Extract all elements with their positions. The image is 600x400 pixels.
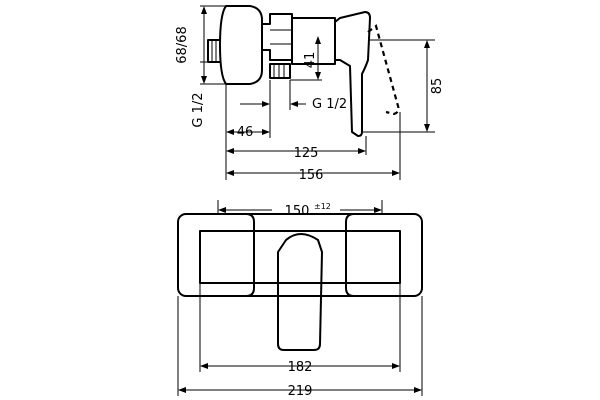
dim-outlet-thread: G 1/2	[312, 97, 347, 112]
side-mixer-body	[291, 17, 336, 65]
dim-depth-body: 125	[294, 146, 319, 161]
side-view: 68/68 G 1/2 41 85 G 1/2 46 125	[175, 5, 445, 183]
side-body-nut	[262, 13, 293, 61]
side-outlet	[269, 63, 291, 79]
dim-centers: 150	[285, 204, 310, 219]
dim-centers-tolerance: ±12	[314, 202, 331, 211]
dim-offset: 46	[237, 125, 254, 140]
front-escutcheon	[177, 213, 423, 297]
dim-body-width: 182	[288, 360, 313, 375]
side-lever-alt-position	[367, 24, 400, 116]
dim-depth-total: 156	[299, 168, 324, 183]
front-view: 150 ±12 182 219	[177, 200, 423, 399]
front-handle	[277, 233, 323, 351]
dim-inlet-thread: G 1/2	[191, 92, 206, 127]
dim-total-width: 219	[288, 384, 313, 399]
dim-lever-height: 85	[430, 78, 445, 95]
side-lever	[334, 11, 371, 137]
side-inlet-nipple	[207, 39, 220, 63]
dim-height-68-68: 68/68	[175, 26, 190, 63]
dim-outlet-height: 41	[303, 52, 318, 69]
side-escutcheon	[219, 5, 263, 85]
